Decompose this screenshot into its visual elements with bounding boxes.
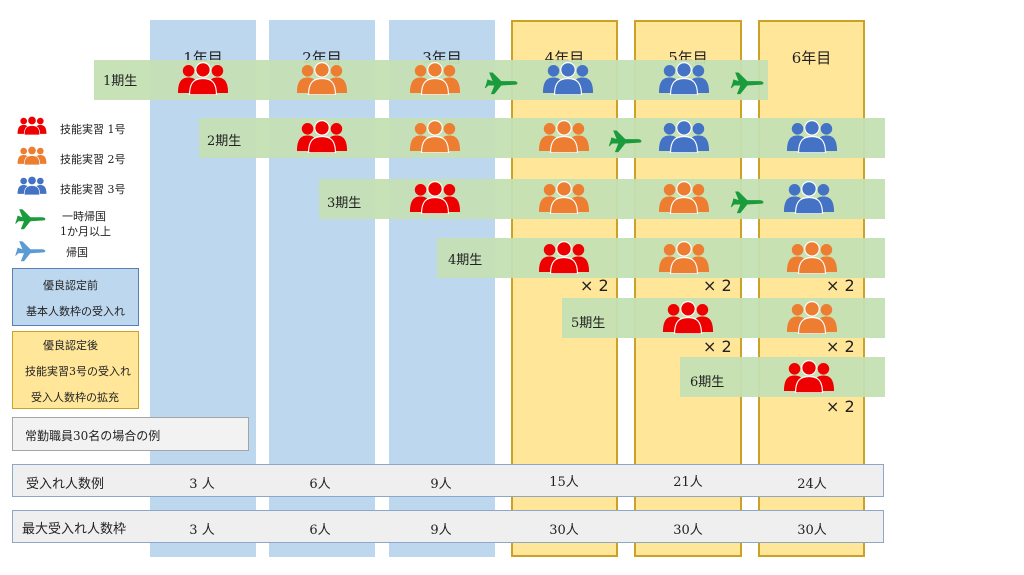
year-header-6: 6年目 [791, 49, 832, 67]
people-icon-tech2 [538, 120, 590, 153]
multiplier-label: × 2 [826, 276, 855, 295]
people-icon-tech2 [409, 62, 461, 95]
cohort-label-1: 1期生 [103, 74, 138, 89]
people-icon-tech1 [177, 62, 229, 95]
people-icon-tech2 [296, 62, 348, 95]
cohort-label-2: 2期生 [207, 134, 242, 149]
multiplier-label: × 2 [826, 337, 855, 356]
max-capacity-cell: 30人 [797, 523, 827, 538]
multiplier-label: × 2 [703, 276, 732, 295]
accepted-count-cell: 21人 [673, 475, 703, 490]
people-icon-tech2 [538, 181, 590, 214]
multiplier-label: × 2 [826, 397, 855, 416]
cohort-label-3: 3期生 [327, 196, 362, 211]
people-icon-tech1 [296, 120, 348, 153]
max-capacity-row [12, 510, 884, 543]
after-certification-box: 優良認定後 技能実習3号の受入れ 受入人数枠の拡充 [12, 331, 139, 409]
people-icon-tech3-legend [17, 176, 47, 195]
people-icon-tech2 [658, 241, 710, 274]
legend-temp-return-line1: 一時帰国 [62, 210, 106, 223]
example-note-box: 常勤職員30名の場合の例 [12, 417, 249, 451]
plane-icon-temp-return [484, 69, 522, 95]
cohort-label-5: 5期生 [571, 316, 606, 331]
people-icon-tech2 [409, 120, 461, 153]
plane-icon-return-legend [12, 238, 52, 262]
people-icon-tech1-legend [17, 116, 47, 135]
people-icon-tech3 [786, 120, 838, 153]
accepted-count-cell: 24人 [797, 477, 827, 492]
people-icon-tech1 [409, 181, 461, 214]
plane-icon-temp-return-legend [12, 206, 52, 230]
accepted-count-label: 受入れ人数例 [26, 477, 105, 492]
before-certification-box: 優良認定前 基本人数枠の受入れ [12, 268, 139, 326]
people-icon-tech3 [542, 62, 594, 95]
accepted-count-cell: 15人 [549, 475, 579, 490]
legend-tech1: 技能実習 1号 [60, 123, 126, 136]
max-capacity-cell: 30人 [673, 523, 703, 538]
accepted-count-cell: 3 人 [189, 477, 215, 492]
after-certification-desc2: 受入人数枠の拡充 [31, 391, 119, 404]
legend-return: 帰国 [66, 246, 88, 259]
people-icon-tech2-legend [17, 146, 47, 165]
legend-tech2: 技能実習 2号 [60, 153, 126, 166]
people-icon-tech1 [662, 301, 714, 334]
max-capacity-cell: 6人 [309, 523, 331, 538]
cohort-label-4: 4期生 [448, 253, 483, 268]
people-icon-tech2 [786, 241, 838, 274]
max-capacity-label: 最大受入れ人数枠 [22, 522, 127, 537]
before-certification-desc: 基本人数枠の受入れ [26, 305, 125, 318]
people-icon-tech3 [658, 62, 710, 95]
accepted-count-cell: 6人 [309, 477, 331, 492]
max-capacity-cell: 30人 [549, 523, 579, 538]
after-certification-title: 優良認定後 [43, 339, 98, 352]
plane-icon-temp-return [608, 127, 646, 153]
people-icon-tech3 [783, 181, 835, 214]
cohort-label-6: 6期生 [690, 375, 725, 390]
legend-temp-return-line2: 1か月以上 [60, 225, 111, 238]
example-note: 常勤職員30名の場合の例 [25, 429, 161, 443]
people-icon-tech1 [538, 241, 590, 274]
legend-tech3: 技能実習 3号 [60, 183, 126, 196]
people-icon-tech3 [658, 120, 710, 153]
plane-icon-temp-return [730, 69, 768, 95]
people-icon-tech2 [658, 181, 710, 214]
accepted-count-row [12, 464, 884, 497]
max-capacity-cell: 3 人 [189, 523, 215, 538]
accepted-count-cell: 9人 [430, 477, 452, 492]
people-icon-tech2 [786, 301, 838, 334]
multiplier-label: × 2 [703, 337, 732, 356]
people-icon-tech1 [783, 360, 835, 393]
max-capacity-cell: 9人 [430, 523, 452, 538]
cohort-band-6 [680, 357, 885, 397]
after-certification-desc1: 技能実習3号の受入れ [25, 365, 131, 378]
before-certification-title: 優良認定前 [43, 279, 98, 292]
plane-icon-temp-return [730, 188, 768, 214]
multiplier-label: × 2 [580, 276, 609, 295]
